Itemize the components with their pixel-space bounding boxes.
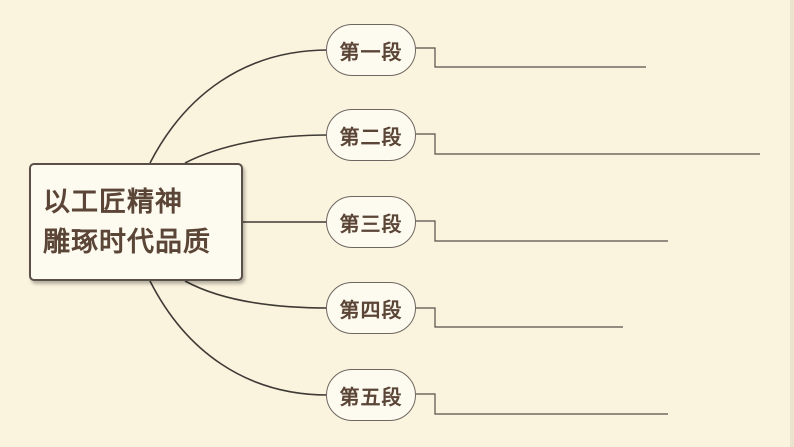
connector-5 bbox=[149, 280, 329, 396]
branch-node-4: 第四段 bbox=[326, 282, 416, 334]
answer-line-5 bbox=[416, 393, 668, 415]
root-topic: 以工匠精神 雕琢时代品质 bbox=[29, 163, 243, 281]
connector-2 bbox=[184, 134, 329, 164]
answer-line-3 bbox=[416, 220, 668, 242]
branch-node-3: 第三段 bbox=[326, 196, 416, 248]
connector-1 bbox=[149, 49, 329, 164]
branch-node-5: 第五段 bbox=[326, 369, 416, 421]
root-title-line-2: 雕琢时代品质 bbox=[43, 227, 211, 258]
branch-node-2: 第二段 bbox=[326, 109, 416, 161]
branch-node-1: 第一段 bbox=[326, 24, 416, 76]
root-title-line-1: 以工匠精神 bbox=[43, 187, 183, 218]
right-edge-rule bbox=[790, 0, 794, 447]
answer-line-4 bbox=[416, 307, 623, 328]
answer-line-1 bbox=[416, 47, 646, 68]
connector-4 bbox=[184, 280, 329, 309]
answer-line-2 bbox=[416, 133, 760, 155]
